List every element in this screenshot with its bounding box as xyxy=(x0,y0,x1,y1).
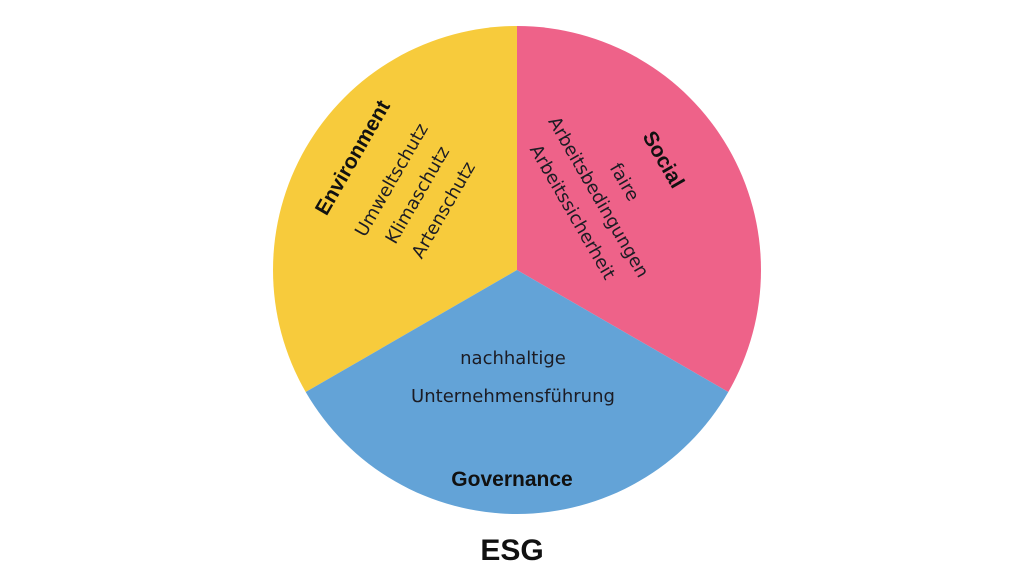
environment-segment xyxy=(273,26,517,392)
diagram-title: ESG xyxy=(480,534,543,567)
social-segment xyxy=(517,26,761,392)
governance-title: Governance xyxy=(451,468,572,491)
governance-segment xyxy=(305,270,729,514)
governance-item-nachhaltige: nachhaltige xyxy=(460,348,566,369)
governance-item-unternehmensfuehrung: Unternehmensführung xyxy=(411,386,615,407)
